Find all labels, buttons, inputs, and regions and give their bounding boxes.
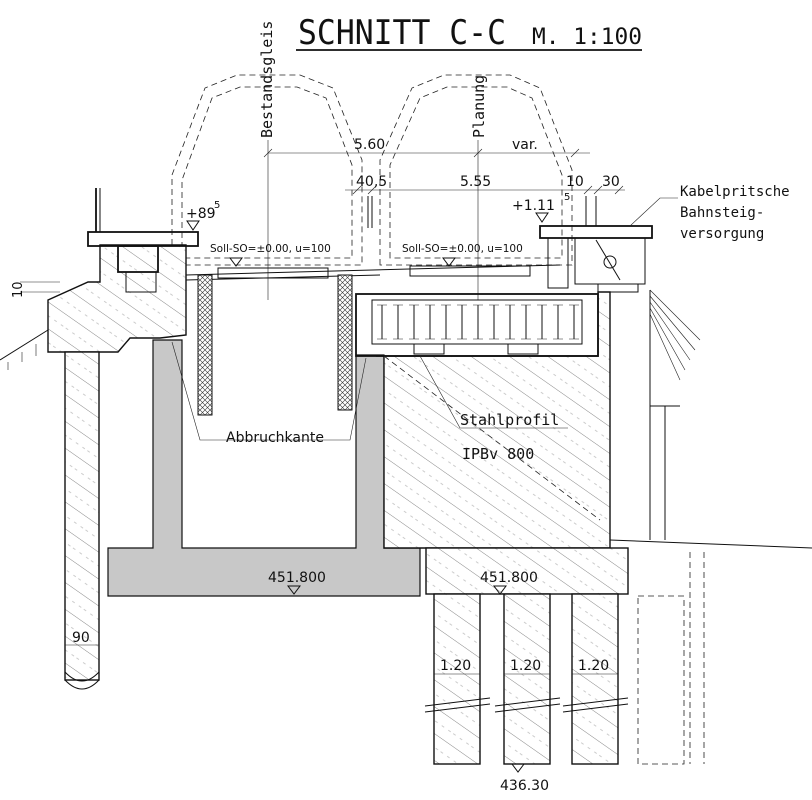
pile-cap-body bbox=[425, 547, 629, 595]
dim-var: var. bbox=[512, 137, 538, 153]
left-pile: 90 bbox=[64, 351, 100, 690]
existing-track-trough: Soll-SO=±0.00, u=100 Soll-SO=±0.00, u=10… bbox=[185, 243, 561, 416]
elev-right-platform-sup: 5 bbox=[564, 192, 570, 203]
clearance-profiles bbox=[171, 74, 573, 266]
dim-pile-1: 1.20 bbox=[440, 658, 471, 674]
label-cable-tray-line1: Kabelpritsche bbox=[680, 184, 790, 200]
elev-slab-right: 451.800 bbox=[480, 570, 538, 586]
dimension-chain-top: 5.60 var. bbox=[263, 137, 590, 158]
drawing-title: SCHNITT C-C bbox=[298, 13, 506, 53]
demolition-leaders: Abbruchkante bbox=[171, 341, 367, 446]
dim-10-right: 10 bbox=[566, 174, 584, 190]
soll-so-right: Soll-SO=±0.00, u=100 bbox=[402, 243, 523, 255]
right-platform-slab bbox=[539, 225, 653, 239]
steel-deck bbox=[355, 293, 599, 357]
dim-pile-2: 1.20 bbox=[510, 658, 541, 674]
pile-3 bbox=[571, 593, 619, 765]
title-block: SCHNITT C-C M. 1:100 bbox=[296, 13, 642, 53]
pile-1 bbox=[433, 593, 481, 765]
elev-slab-left: 451.800 bbox=[268, 570, 326, 586]
left-cable-duct-2 bbox=[125, 271, 157, 293]
right-platform-structure: +1.11 5 Kabelpritsche Bahnsteig- versorg… bbox=[512, 184, 812, 549]
left-platform-slab bbox=[87, 231, 199, 247]
elev-left-platform-sup: 5 bbox=[214, 200, 220, 211]
existing-sheet-pile-right bbox=[337, 274, 353, 411]
elev-right-platform: +1.11 bbox=[512, 198, 555, 214]
dim-30: 30 bbox=[602, 174, 620, 190]
pile-cap: 451.800 bbox=[425, 547, 629, 595]
steel-profile-array bbox=[377, 304, 579, 340]
dim-track-spacing: 5.60 bbox=[354, 137, 385, 153]
left-platform-structure: +89 5 10 bbox=[0, 188, 220, 370]
drawing-scale: M. 1:100 bbox=[532, 25, 642, 50]
elev-pile-toe: 436.30 bbox=[500, 778, 549, 794]
new-abutment: Stahlprofil IPBv 800 bbox=[355, 291, 611, 549]
dim-10-left: 10 bbox=[11, 281, 26, 298]
elev-left-platform: +89 bbox=[186, 206, 216, 222]
left-pile-shaft bbox=[64, 351, 100, 681]
dimension-chain-mid: 40,5 5.55 10 30 bbox=[345, 174, 625, 228]
label-demolition-edge: Abbruchkante bbox=[226, 430, 324, 446]
pile-group: 1.20 1.20 1.20 436.30 bbox=[424, 552, 705, 794]
pile-2 bbox=[503, 593, 551, 765]
clearance-profile-planned-inner bbox=[389, 86, 563, 259]
clearance-profile-existing-inner bbox=[181, 86, 353, 259]
clearance-profile-existing bbox=[171, 74, 363, 266]
clearance-profile-planned bbox=[379, 74, 573, 266]
label-cable-tray-line2: Bahnsteig- bbox=[680, 205, 764, 221]
existing-sheet-pile-left bbox=[197, 274, 213, 416]
label-steel-profile: Stahlprofil bbox=[460, 411, 559, 429]
left-wall bbox=[47, 244, 187, 353]
existing-foundation-grey bbox=[107, 339, 421, 597]
dim-5-55: 5.55 bbox=[460, 174, 491, 190]
dim-pile-3: 1.20 bbox=[578, 658, 609, 674]
dim-90: 90 bbox=[72, 630, 90, 646]
track-label-planned: Planung bbox=[470, 75, 488, 138]
label-steel-profile-type: IPBv 800 bbox=[462, 445, 534, 463]
track-label-existing: Bestandsgleis bbox=[258, 21, 276, 138]
dim-40-5: 40,5 bbox=[356, 174, 387, 190]
soll-so-left: Soll-SO=±0.00, u=100 bbox=[210, 243, 331, 255]
label-cable-tray-line3: versorgung bbox=[680, 226, 764, 242]
